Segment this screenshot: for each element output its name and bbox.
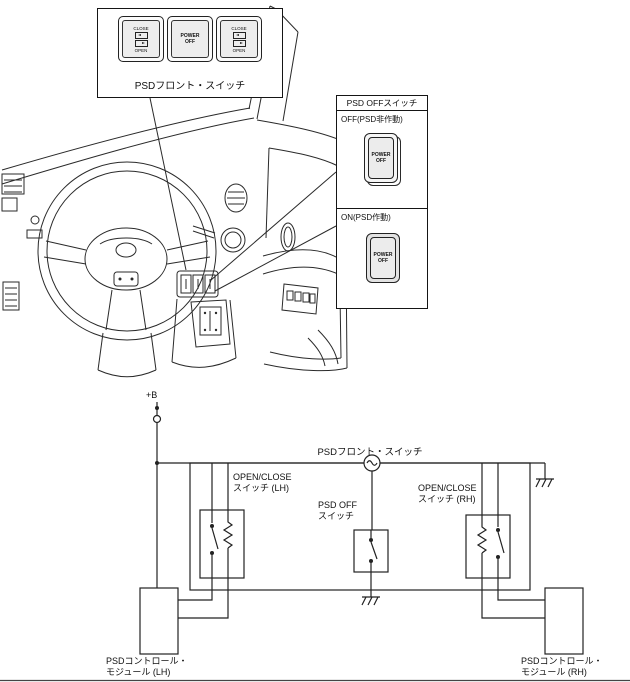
open-close-rh-label: OPEN/CLOSE スイッチ (RH) [417, 483, 478, 505]
close-label: CLOSE [133, 25, 149, 31]
off-switch-callout: OFF(PSD非作動) POWER OFF ON(PSD作動) POWER OF… [336, 110, 428, 309]
power-off-button-text: POWER OFF [373, 252, 393, 265]
label-line: PSDコントロール・ [521, 656, 603, 666]
door-open-icon [134, 39, 148, 47]
open-close-switch-rh-symbol [465, 514, 511, 579]
front-switch-buttons: CLOSE OPEN POWER OFF CLOSE OPEN [118, 16, 262, 62]
button-face: POWER OFF [370, 237, 396, 280]
rh-switch-feeds [481, 463, 499, 515]
label-line: スイッチ (LH) [233, 483, 289, 493]
psd-switch-panel [176, 270, 219, 298]
front-switch-callout: CLOSE OPEN POWER OFF CLOSE OPEN [97, 8, 283, 98]
open-label: OPEN [232, 47, 246, 53]
on-state-label: ON(PSD作動) [341, 213, 391, 223]
front-switch-callout-label: PSDフロント・スイッチ [134, 81, 246, 92]
lh-module-wire-2 [178, 578, 229, 619]
switch-blade [370, 541, 378, 560]
rh-module-wire-1 [497, 578, 545, 601]
switch-blade [211, 527, 219, 550]
ground-symbol-right [535, 478, 554, 488]
close-label: CLOSE [231, 25, 247, 31]
shifter-panel [190, 299, 231, 348]
steering-wheel [37, 161, 217, 378]
module-lh-label: PSDコントロール・ モジュール (LH) [106, 656, 188, 678]
front-switch-leader-line [149, 97, 187, 271]
front-switch-power-off-button: POWER OFF [167, 16, 213, 62]
label-line: OPEN/CLOSE [233, 472, 292, 482]
psd-control-module-rh-box [544, 587, 584, 655]
open-close-switch-lh-symbol [199, 509, 245, 579]
label-line: スイッチ [318, 511, 355, 521]
steering-hub [84, 227, 168, 291]
button-face: CLOSE OPEN [122, 20, 160, 58]
connector-socket [152, 414, 162, 424]
schematic-front-switch-label: PSDフロント・スイッチ [317, 447, 423, 458]
door-panel [256, 119, 348, 372]
power-off-button-text: POWER OFF [371, 152, 391, 164]
power-label: +B [146, 390, 158, 400]
side-vent [224, 183, 248, 213]
door-close-icon [232, 31, 246, 39]
label-line: PSD OFF [318, 500, 358, 510]
button-face: POWER OFF [368, 137, 394, 179]
callout-leader-lines [149, 97, 337, 292]
label-line: スイッチ (RH) [418, 494, 476, 504]
left-dash-vents [1, 173, 43, 311]
power-off-button-released: POWER OFF [364, 133, 398, 183]
psd-off-switch-symbol [353, 529, 389, 573]
lh-switch-feeds [211, 463, 229, 510]
center-stack [171, 183, 248, 368]
off-switch-leader-line-1 [210, 171, 337, 281]
rh-module-wire-2 [481, 578, 545, 619]
open-label: OPEN [134, 47, 148, 53]
label-line: OPEN/CLOSE [418, 483, 477, 493]
front-switch-left-button: CLOSE OPEN [118, 16, 164, 62]
label-line: モジュール (RH) [521, 667, 587, 677]
column-stalk [192, 225, 216, 239]
switch-blade [497, 531, 505, 554]
module-rh-label: PSDコントロール・ モジュール (RH) [521, 656, 603, 678]
wiring-schematic [139, 402, 584, 655]
power-off-label: POWER OFF [180, 33, 200, 45]
power-off-button-pressed: POWER OFF [366, 233, 400, 284]
label-line: モジュール (LH) [106, 667, 171, 677]
front-switch-right-button: CLOSE OPEN [216, 16, 262, 62]
on-state-cell: ON(PSD作動) POWER OFF [337, 209, 427, 307]
open-close-lh-label: OPEN/CLOSE スイッチ (LH) [232, 472, 293, 494]
ground-symbol-center [361, 596, 380, 606]
start-button [220, 227, 246, 253]
resistor [476, 515, 488, 578]
steering-emblem [115, 242, 137, 258]
button-face: CLOSE OPEN [220, 20, 258, 58]
armrest-line [262, 249, 339, 259]
window-switch-panel [281, 283, 319, 315]
off-switch-leader-line-2 [214, 225, 337, 292]
lamp-filament [366, 460, 378, 466]
lh-module-wire-1 [178, 578, 213, 601]
door-pull-handle [280, 222, 296, 252]
front-switch-assembly-box [189, 462, 531, 591]
psd-off-switch-label: PSD OFF スイッチ [317, 500, 359, 522]
connector-pin [155, 406, 159, 410]
door-open-icon [232, 39, 246, 47]
label-line: PSDコントロール・ [106, 656, 188, 666]
off-state-label: OFF(PSD非作動) [341, 115, 403, 124]
off-switch-callout-title: PSD OFFスイッチ [336, 95, 428, 111]
resistor [222, 510, 234, 578]
off-state-cell: OFF(PSD非作動) POWER OFF [337, 111, 427, 210]
button-face: POWER OFF [171, 20, 209, 58]
steering-column [97, 332, 104, 371]
psd-control-module-lh-box [139, 587, 179, 655]
door-close-icon [134, 31, 148, 39]
